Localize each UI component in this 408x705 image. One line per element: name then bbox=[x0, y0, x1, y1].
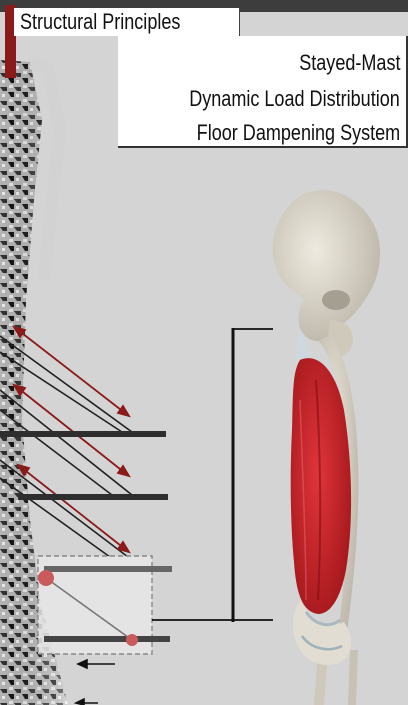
principle-item: Dynamic Load Distribution bbox=[189, 86, 400, 112]
damper-node-top bbox=[38, 570, 54, 586]
principles-list: Stayed-Mast Dynamic Load Distribution Fl… bbox=[118, 36, 408, 148]
bracket-connector bbox=[152, 328, 273, 622]
title-box: Structural Principles bbox=[14, 8, 240, 36]
anatomical-leg-illustration bbox=[273, 190, 380, 705]
principle-item: Floor Dampening System bbox=[196, 120, 400, 146]
principle-item: Stayed-Mast bbox=[299, 50, 400, 76]
page-title: Structural Principles bbox=[20, 9, 180, 35]
load-arrows bbox=[14, 327, 129, 552]
left-arrow-icon bbox=[78, 660, 115, 668]
damper-node-bottom bbox=[126, 634, 138, 646]
